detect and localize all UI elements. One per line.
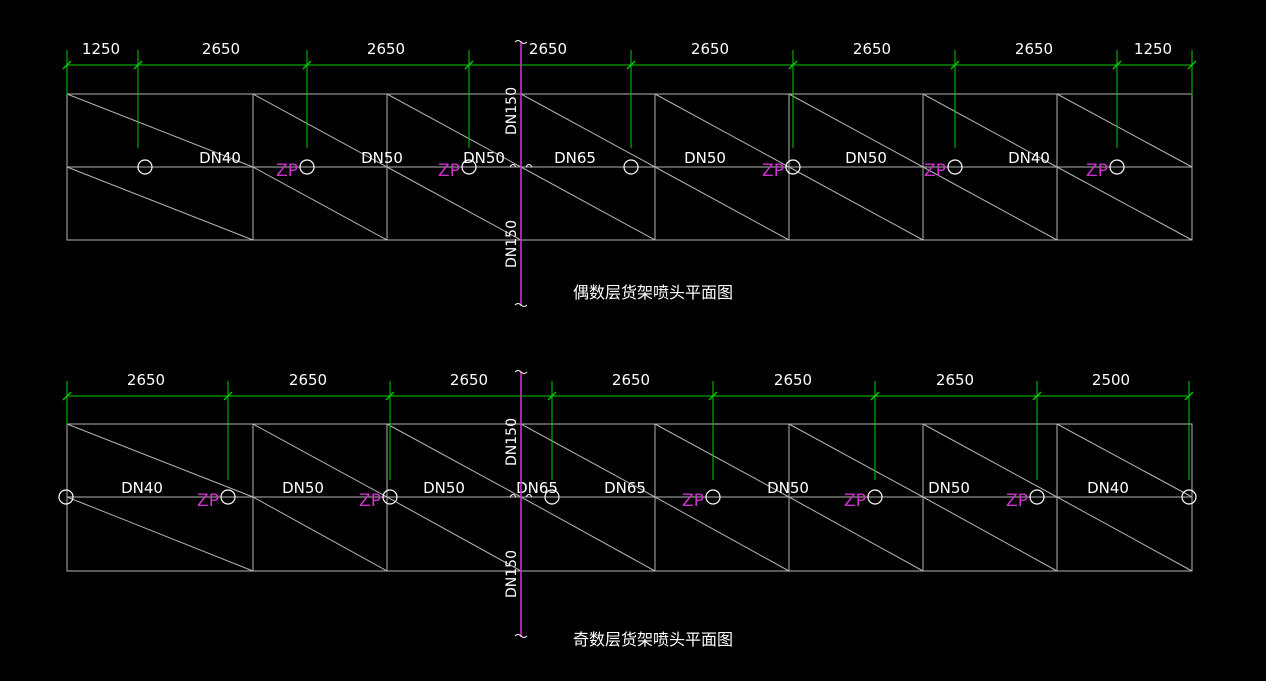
rack-frame — [66, 423, 1193, 572]
odd-floor-plan: 2650 2650 2650 2650 2650 2650 2500 DN40 … — [58, 370, 1197, 649]
pipe-size-label: DN50 — [282, 479, 324, 497]
dim-text: 2650 — [127, 371, 165, 389]
zp-label: ZP — [1006, 491, 1028, 511]
riser-size-top: DN150 — [504, 87, 520, 135]
pipe-size-label: DN50 — [845, 149, 887, 167]
zp-label: ZP — [844, 491, 866, 511]
dim-text: 2650 — [853, 40, 891, 58]
pipe-size-label: DN40 — [199, 149, 241, 167]
dim-text: 2650 — [936, 371, 974, 389]
rack-frame — [66, 93, 1193, 241]
main-riser — [509, 370, 533, 638]
sprinkler-heads — [137, 159, 1125, 175]
pipe-size-label: DN50 — [684, 149, 726, 167]
dim-text: 2650 — [202, 40, 240, 58]
zp-label: ZP — [682, 491, 704, 511]
pipe-size-label: DN40 — [121, 479, 163, 497]
pipe-size-label: DN65 — [554, 149, 596, 167]
pipe-size-label: DN50 — [361, 149, 403, 167]
dimension-line — [62, 50, 1197, 148]
pipe-size-label: DN65 — [516, 479, 558, 497]
even-floor-plan: 1250 2650 2650 2650 2650 2650 2650 1250 … — [62, 40, 1197, 307]
zp-label: ZP — [359, 491, 381, 511]
zp-label: ZP — [924, 161, 946, 181]
zp-label: ZP — [197, 491, 219, 511]
dim-text: 2650 — [367, 40, 405, 58]
pipe-size-label: DN65 — [604, 479, 646, 497]
dim-text: 2650 — [612, 371, 650, 389]
dim-text: 2650 — [289, 371, 327, 389]
dim-text: 1250 — [82, 40, 120, 58]
zp-label: ZP — [438, 161, 460, 181]
plan-title: 奇数层货架喷头平面图 — [573, 630, 733, 649]
pipe-size-label: DN50 — [928, 479, 970, 497]
plan-title: 偶数层货架喷头平面图 — [573, 283, 733, 302]
riser-size-bottom: DN150 — [504, 550, 520, 598]
riser-size-top: DN150 — [504, 418, 520, 466]
zp-label: ZP — [1086, 161, 1108, 181]
dim-text: 2500 — [1092, 371, 1130, 389]
main-riser — [509, 40, 533, 307]
pipe-size-label: DN50 — [423, 479, 465, 497]
pipe-size-label: DN40 — [1008, 149, 1050, 167]
dim-text: 1250 — [1134, 40, 1172, 58]
pipe-size-label: DN50 — [767, 479, 809, 497]
zp-label: ZP — [276, 161, 298, 181]
dim-text: 2650 — [450, 371, 488, 389]
dimension-line — [62, 381, 1194, 480]
zp-label: ZP — [762, 161, 784, 181]
dim-text: 2650 — [529, 40, 567, 58]
pipe-size-label: DN40 — [1087, 479, 1129, 497]
sprinkler-heads — [58, 489, 1197, 505]
dim-text: 2650 — [774, 371, 812, 389]
pipe-size-label: DN50 — [463, 149, 505, 167]
dim-text: 2650 — [1015, 40, 1053, 58]
riser-size-bottom: DN150 — [504, 220, 520, 268]
dim-text: 2650 — [691, 40, 729, 58]
